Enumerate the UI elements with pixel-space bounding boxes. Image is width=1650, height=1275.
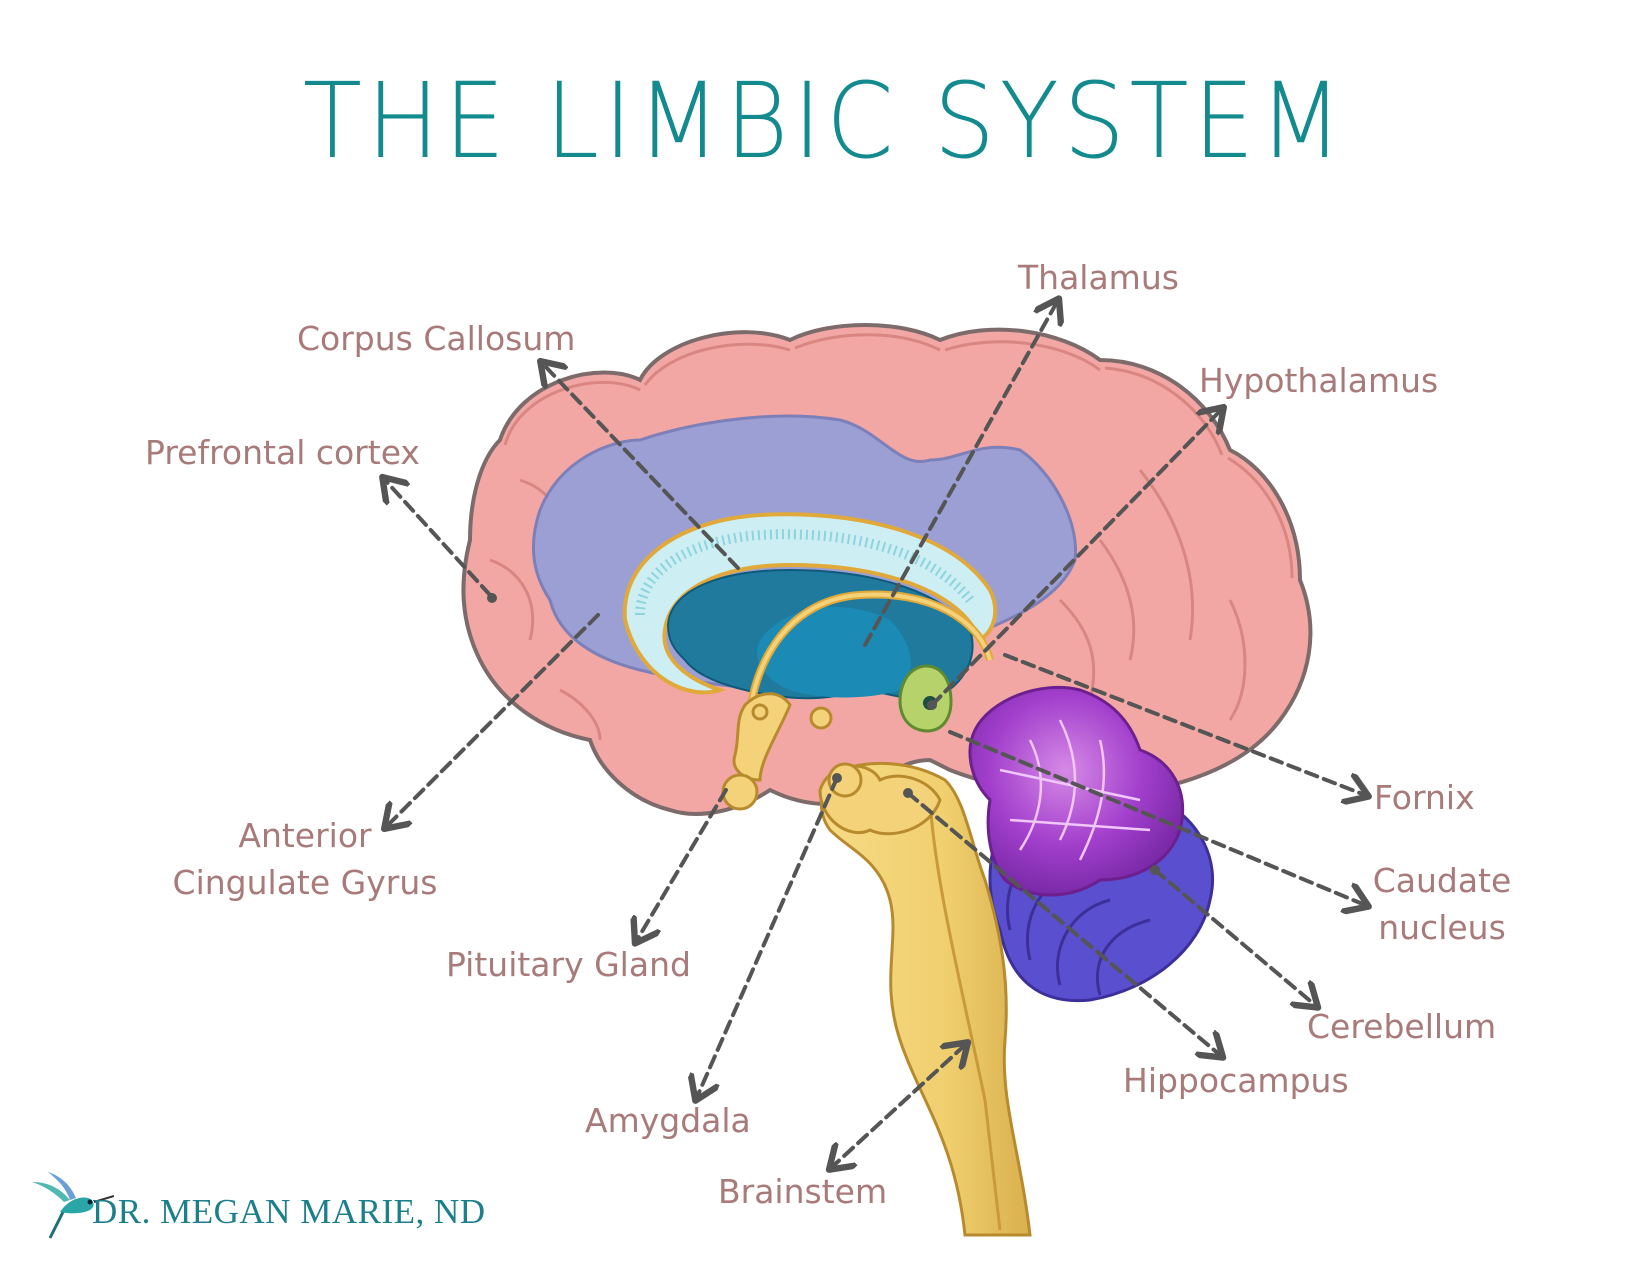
label-hippocampus: Hippocampus: [1123, 1061, 1349, 1100]
label-prefrontal-cortex: Prefrontal cortex: [145, 433, 420, 472]
arrow-anterior-cingulate: [387, 613, 600, 826]
corpus-callosum: [622, 512, 998, 695]
arrow-amygdala: [697, 776, 839, 1097]
label-corpus-callosum: Corpus Callosum: [297, 319, 576, 358]
arrow-cerebellum: [1153, 868, 1315, 1005]
arrow-caudate: [948, 730, 1365, 905]
hypothalamus: [898, 664, 953, 733]
pointer-arrows: [385, 302, 1365, 1167]
brand-name: DR. MEGAN MARIE, ND: [92, 1192, 486, 1231]
label-anterior-cingulate-gyrus: Anterior Cingulate Gyrus: [170, 812, 440, 906]
arrow-prefrontal: [385, 480, 492, 597]
label-caudate-nucleus: Caudate nucleus: [1357, 857, 1527, 951]
arrow-corpus-callosum: [543, 364, 740, 570]
arrow-hippocampus: [906, 791, 1220, 1055]
label-hypothalamus: Hypothalamus: [1199, 361, 1439, 400]
label-cerebellum: Cerebellum: [1307, 1007, 1497, 1046]
fornix: [744, 590, 994, 761]
page-title: THE LIMBIC SYSTEM: [302, 60, 1348, 182]
label-amygdala: Amygdala: [585, 1101, 751, 1140]
hummingbird-icon: [32, 1172, 114, 1239]
arrow-fornix: [1003, 653, 1365, 795]
label-fornix: Fornix: [1374, 778, 1475, 817]
arrow-pituitary: [637, 788, 728, 940]
label-caudate-line2: nucleus: [1378, 908, 1506, 947]
label-brainstem: Brainstem: [718, 1172, 888, 1211]
label-anterior-cingulate-line1: Anterior: [238, 816, 372, 855]
cerebellum: [968, 685, 1215, 1003]
label-anterior-cingulate-line2: Cingulate Gyrus: [172, 863, 438, 902]
brand-logo: DR. MEGAN MARIE, ND: [30, 1170, 500, 1240]
label-caudate-line1: Caudate: [1372, 861, 1512, 900]
label-thalamus: Thalamus: [1018, 258, 1179, 297]
brainstem: [721, 692, 1032, 1237]
arrow-origin-dots: [487, 593, 1160, 875]
arrow-hypothalamus: [930, 410, 1221, 707]
limbic-core: [666, 568, 974, 702]
arrow-thalamus: [863, 302, 1057, 647]
arrow-brainstem: [832, 1045, 965, 1167]
label-pituitary-gland: Pituitary Gland: [446, 945, 691, 984]
